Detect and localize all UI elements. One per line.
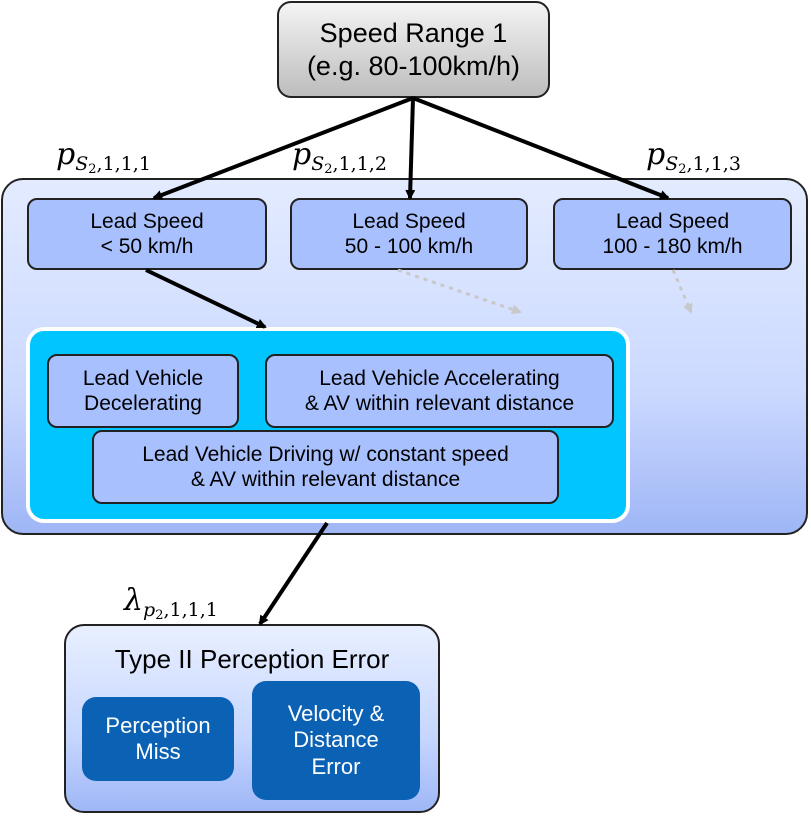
behavior-label: Lead Vehicle [82,366,204,390]
probability-label-2: pS2,1,1,2 [292,137,387,177]
speed-range-example: (e.g. 80-100km/h) [306,50,521,81]
arrow-to-lead-speed-mid [405,97,416,200]
error-rate-label: λp2,1,1,1 [124,583,218,623]
arrow-to-lead-speed-low [152,96,414,200]
speed-range-title: Speed Range 1 [319,17,508,48]
dashed-arrow-high [671,269,693,314]
lead-speed-range: 50 - 100 km/h [344,235,474,258]
lead-speed-range: < 50 km/h [100,235,194,258]
behavior-label: & AV within relevant distance [190,468,461,491]
error-label: Distance [293,727,379,753]
error-label: Velocity & [287,700,385,726]
arrow-to-behavior-panel [145,268,267,329]
velocity-distance-error-node: Velocity & Distance Error [252,681,420,800]
lead-speed-range: 100 - 180 km/h [602,235,743,258]
probability-label-1: pS2,1,1,1 [56,137,151,177]
error-label: Perception [105,712,211,738]
behavior-constant-speed-node: Lead Vehicle Driving w/ constant speed &… [92,430,559,504]
behavior-label: Lead Vehicle Driving w/ constant speed [142,442,509,466]
lead-speed-node-mid: Lead Speed 50 - 100 km/h [290,198,528,270]
arrow-to-lead-speed-high [412,96,670,200]
lead-speed-label: Lead Speed [615,209,730,233]
probability-label-3: pS2,1,1,3 [646,137,741,177]
error-label: Error [311,753,361,779]
behavior-decelerating-node: Lead Vehicle Decelerating [47,354,239,428]
behavior-accelerating-node: Lead Vehicle Accelerating & AV within re… [265,354,614,428]
behavior-label: & AV within relevant distance [304,392,575,415]
perception-miss-node: Perception Miss [82,697,234,781]
speed-range-node: Speed Range 1 (e.g. 80-100km/h) [277,1,550,98]
error-label: Miss [135,739,181,764]
arrow-to-perception-error [258,521,329,626]
lead-speed-node-high: Lead Speed 100 - 180 km/h [553,198,792,270]
lead-speed-node-low: Lead Speed < 50 km/h [27,198,267,270]
perception-error-title: Type II Perception Error [114,644,390,674]
lead-speed-label: Lead Speed [90,209,204,233]
behavior-label: Lead Vehicle Accelerating [319,366,560,390]
lead-speed-label: Lead Speed [352,209,466,233]
behavior-label: Decelerating [84,392,202,415]
dashed-arrow-mid [397,268,522,315]
